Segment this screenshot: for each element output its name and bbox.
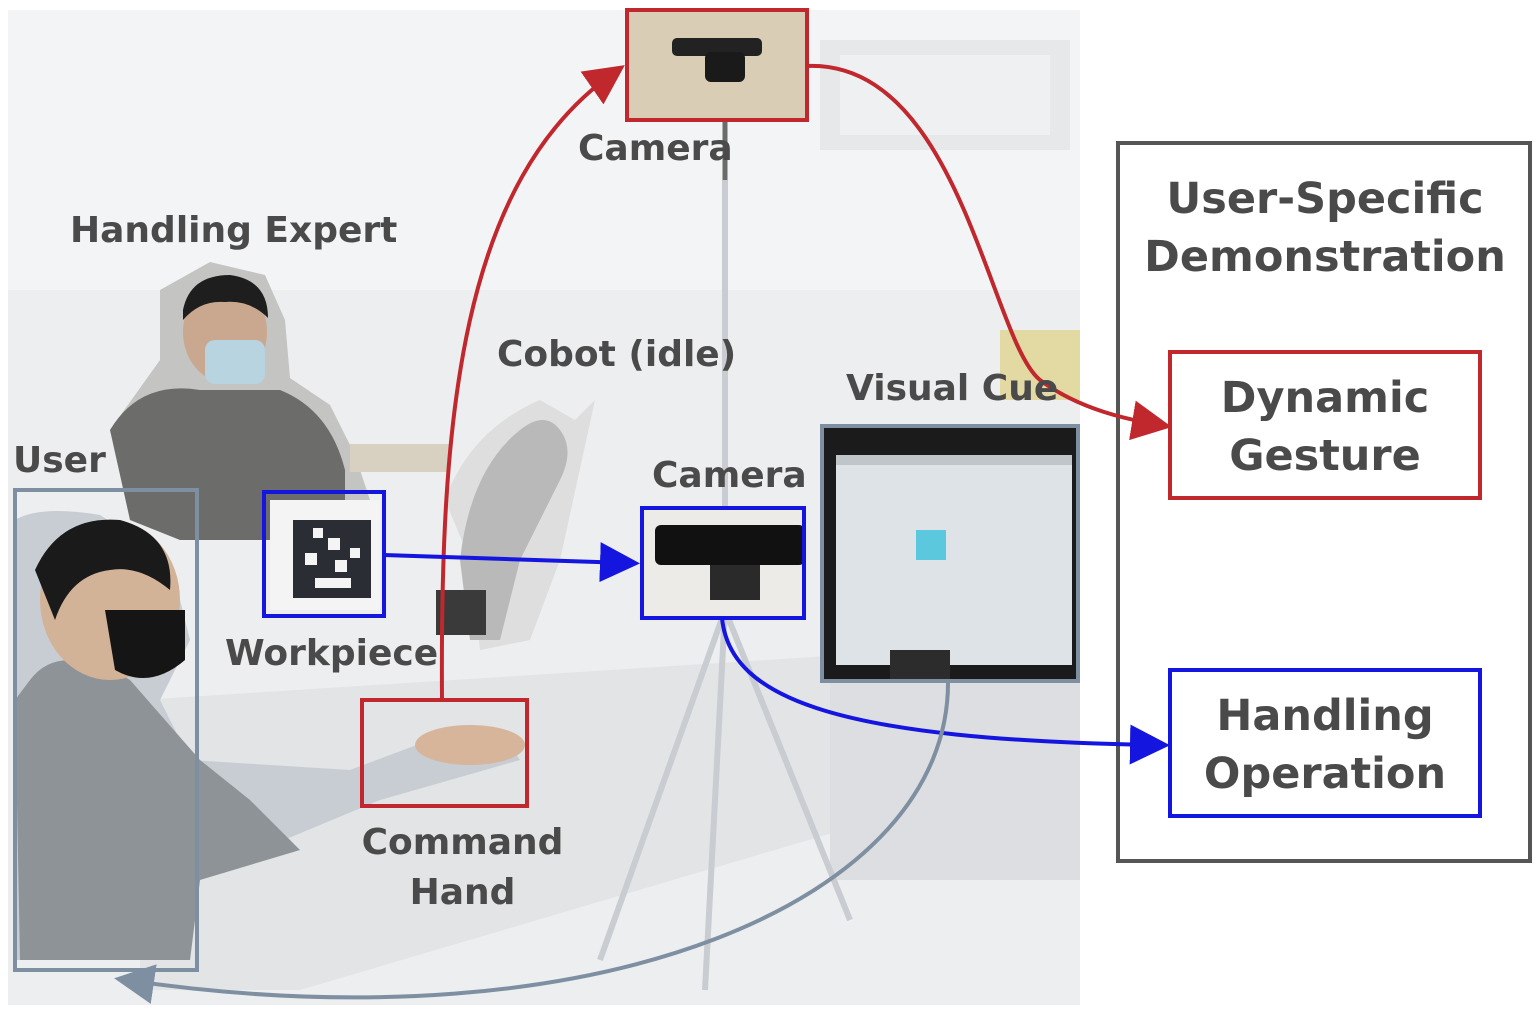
cobot-label: Cobot (idle) [497,334,737,375]
handling-operation-text: Handling Operation [1172,687,1478,803]
camera-to-operation-arrow [720,617,1170,765]
workpiece-highlight [262,490,386,618]
panel-title-line1: User-Specific [1166,174,1484,224]
cube-icon [916,530,946,560]
dynamic-gesture-line2: Gesture [1229,431,1421,481]
tripod-camera [642,508,805,618]
visual-cue-label: Visual Cue [846,368,1059,409]
workpiece-label: Workpiece [225,633,439,674]
panel-title: User-Specific Demonstration [1120,170,1530,286]
camera-top-label: Camera [578,128,733,169]
panel-title-line2: Demonstration [1144,232,1506,282]
handling-expert-label: Handling Expert [70,210,398,251]
user-label: User [13,440,106,481]
monitor [822,330,1080,681]
dynamic-gesture-box [1168,350,1482,500]
command-hand-highlight [360,698,529,808]
handling-operation-box [1168,668,1482,818]
user-highlight [13,488,199,972]
dynamic-gesture-text: Dynamic Gesture [1172,369,1478,485]
dynamic-gesture-line1: Dynamic [1220,373,1430,423]
camera-to-gesture-arrow [806,63,1172,441]
camera-mid-label: Camera [652,455,807,496]
command-hand-label: Command Hand [355,818,570,918]
workpiece-to-camera-arrow [383,542,640,583]
command-hand-line2: Hand [409,872,516,913]
command-hand-line1: Command [361,822,564,863]
handling-operation-line1: Handling [1216,691,1434,741]
cobot-figure [350,400,595,650]
user-figure [15,511,525,960]
ceiling-camera [627,10,807,120]
aruco-marker-icon [270,500,380,610]
visual-cue-to-user-arrow [114,680,951,1004]
handling-operation-line2: Operation [1203,749,1447,799]
command-to-camera-arrow [439,65,625,701]
